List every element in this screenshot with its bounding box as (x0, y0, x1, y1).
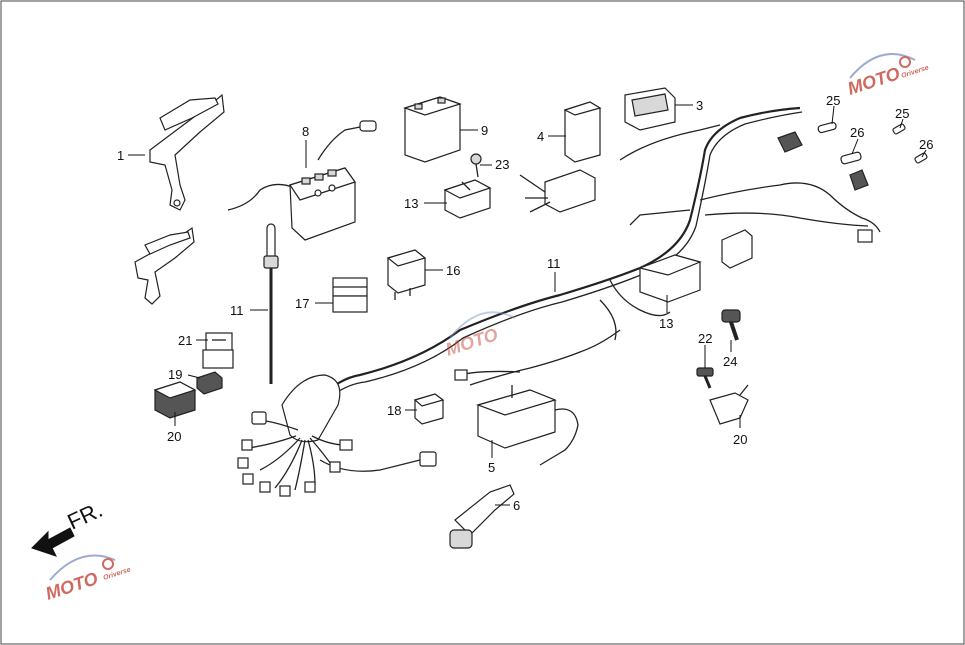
callout-17: 17 (295, 296, 309, 311)
callout-16: 16 (446, 263, 460, 278)
part-26-fuse (840, 151, 862, 165)
callout-19: 19 (168, 367, 182, 382)
callout-21: 21 (178, 333, 192, 348)
part-6-plug-cap (449, 484, 515, 549)
front-arrow-icon (31, 527, 75, 557)
callout-26-a: 26 (850, 125, 864, 140)
callout-11-rod: 11 (230, 303, 244, 318)
callout-5: 5 (488, 460, 495, 475)
part-20-sensor (709, 384, 749, 425)
part-26-fuse-small (914, 152, 928, 164)
part-16-flasher-relay (386, 249, 427, 300)
callout-13-cdi: 13 (659, 316, 673, 331)
part-5-ignition-coil (454, 369, 579, 466)
callout-6: 6 (513, 498, 520, 513)
part-21-connector (202, 332, 234, 369)
part-11-main-harness (299, 106, 881, 472)
part-24-bolt (721, 309, 741, 341)
callout-24: 24 (723, 354, 737, 369)
callout-23: 23 (495, 157, 509, 172)
part-23-screw (470, 153, 482, 178)
callout-25-a: 25 (826, 93, 840, 108)
callout-4: 4 (537, 129, 544, 144)
callout-26-b: 26 (919, 137, 933, 152)
part-25-fuse (817, 121, 837, 134)
callout-3: 3 (696, 98, 703, 113)
part-20-switch (153, 381, 197, 419)
part-19-connector (196, 371, 223, 395)
part-1-lower-bracket (134, 226, 195, 305)
callout-11-harness: 11 (547, 256, 561, 271)
callouts: 1 3 4 5 6 8 9 11 11 13 13 16 17 18 19 20 (117, 93, 933, 513)
part-25-fuse-small (892, 123, 906, 135)
harness-left-bundle (237, 374, 353, 497)
part-17-relay-pack (332, 277, 368, 313)
callout-8: 8 (302, 124, 309, 139)
callout-22: 22 (698, 331, 712, 346)
harness-coil-upper (519, 169, 596, 213)
callout-25-b: 25 (895, 106, 909, 121)
callout-18: 18 (387, 403, 401, 418)
callout-20-right: 20 (733, 432, 747, 447)
part-3-fuse-box (624, 87, 676, 131)
callout-13-regulator: 13 (404, 196, 418, 211)
part-13-regulator (443, 179, 492, 219)
part-18-relay (413, 393, 445, 425)
callout-1: 1 (117, 148, 124, 163)
fuse-holders (777, 131, 869, 191)
part-4-relay (563, 101, 602, 163)
part-8-battery (227, 120, 377, 241)
callout-20-left: 20 (167, 429, 181, 444)
part-9-battery-case (403, 96, 462, 163)
part-1-bracket (149, 93, 225, 211)
callout-9: 9 (481, 123, 488, 138)
part-13-cdi-unit (637, 229, 753, 303)
part-11-rod (263, 223, 279, 384)
